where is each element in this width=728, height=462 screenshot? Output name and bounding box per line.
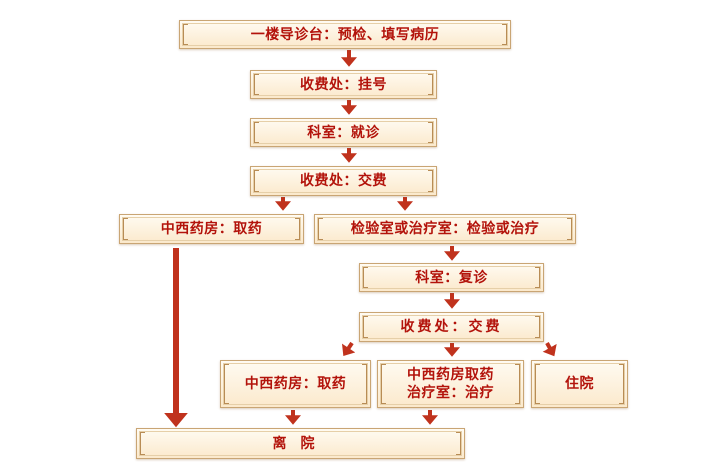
step-revisit: 科室：复诊 xyxy=(359,263,544,292)
step-pharm-treat-label: 中西药房取药 治疗室：治疗 xyxy=(407,366,494,402)
step-reception: 一楼导诊台：预检、填写病历 xyxy=(179,20,511,49)
step-discharge: 离院 xyxy=(136,428,465,459)
step-pharm-treat: 中西药房取药 治疗室：治疗 xyxy=(377,360,524,408)
step-hospitalize: 住院 xyxy=(531,360,628,408)
arrow-pay2-to-hospitalize xyxy=(542,342,557,357)
step-dept: 科室：就诊 xyxy=(250,118,437,147)
step-lab-label: 检验室或治疗室：检验或治疗 xyxy=(350,221,540,237)
step-dept-label: 科室：就诊 xyxy=(307,124,380,141)
step-hospitalize-label: 住院 xyxy=(565,376,594,392)
step-pay2-label: 收费处：交费 xyxy=(400,319,503,335)
step-pharmacy2: 中西药房：取药 xyxy=(220,360,371,408)
step-pharm-treat-line1: 中西药房取药 xyxy=(407,367,494,383)
step-lab: 检验室或治疗室：检验或治疗 xyxy=(314,214,576,244)
step-pay2: 收费处：交费 xyxy=(359,312,544,342)
step-pharmacy1: 中西药房：取药 xyxy=(119,214,304,244)
step-pay1-label: 收费处：交费 xyxy=(300,173,387,189)
step-pay1: 收费处：交费 xyxy=(250,166,437,196)
step-register: 收费处：挂号 xyxy=(250,70,437,99)
step-pharmacy1-label: 中西药房：取药 xyxy=(160,221,263,237)
step-revisit-label: 科室：复诊 xyxy=(415,269,488,286)
step-pharmacy2-label: 中西药房：取药 xyxy=(244,376,347,392)
step-discharge-label: 离院 xyxy=(272,435,329,452)
arrow-pay2-to-pharmacy2 xyxy=(342,341,356,356)
step-register-label: 收费处：挂号 xyxy=(300,76,387,93)
step-pharm-treat-line2: 治疗室：治疗 xyxy=(407,385,494,401)
step-reception-label: 一楼导诊台：预检、填写病历 xyxy=(250,26,440,43)
